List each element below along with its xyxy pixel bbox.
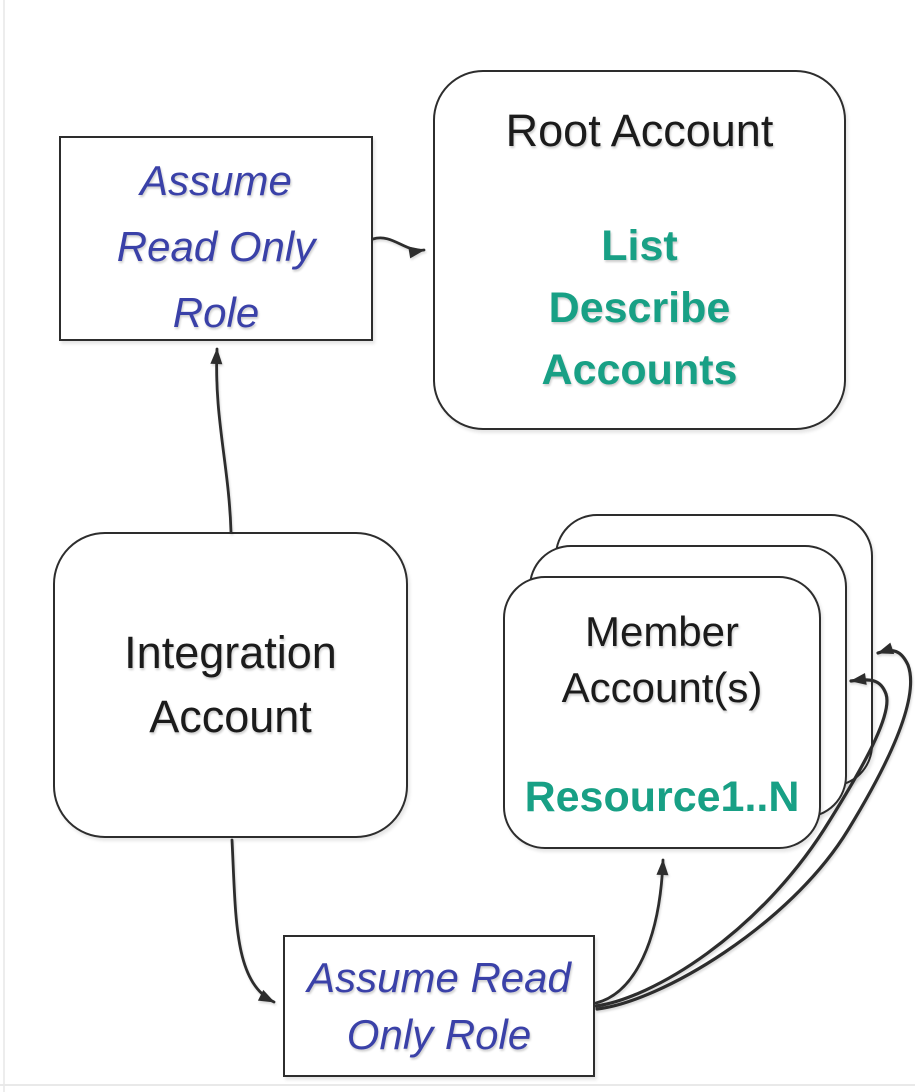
root-account-box: Root Account List Describe Accounts [433, 70, 846, 430]
assume-read-only-role-bottom-box: Assume Read Only Role [283, 935, 595, 1077]
arrow-assume-bottom-to-member-front [594, 858, 669, 1005]
integration-line-2: Account [149, 691, 312, 742]
root-account-actions: List Describe Accounts [435, 215, 844, 401]
root-action-describe: Describe [548, 284, 731, 332]
assume-read-only-role-top-box: Assume Read Only Role [59, 136, 373, 341]
integration-line-1: Integration [124, 627, 337, 678]
arrow-assume-top-to-root [371, 236, 426, 259]
member-line-1: Member [584, 608, 740, 655]
arrow-integration-to-assume-top [210, 347, 233, 534]
assume-top-line-2: Read Only [116, 223, 316, 270]
member-account-front-box: Member Account(s) Resource1..N [503, 576, 821, 849]
root-account-title: Root Account [505, 105, 774, 156]
page-edge-bottom [0, 1084, 915, 1086]
member-resources-label: Resource1..N [524, 773, 800, 821]
root-action-accounts: Accounts [541, 346, 738, 394]
page-edge-left [3, 0, 5, 1092]
member-line-2: Account(s) [561, 664, 763, 711]
arrow-integration-to-assume-bottom [230, 838, 276, 1004]
integration-account-box: Integration Account [53, 532, 408, 838]
assume-bottom-line-2: Only Role [346, 1011, 532, 1058]
root-action-list: List [601, 222, 678, 270]
assume-top-line-3: Role [172, 289, 260, 336]
assume-top-line-1: Assume [140, 157, 292, 204]
assume-bottom-line-1: Assume Read [307, 954, 571, 1001]
